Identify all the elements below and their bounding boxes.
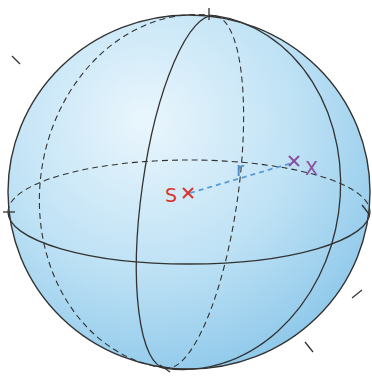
centre-label: S (165, 186, 177, 205)
meridian-front (165, 16, 340, 370)
meridian-back (165, 16, 243, 369)
meridian-front (136, 16, 214, 369)
tick-marks (3, 8, 369, 372)
meridian-back (39, 14, 214, 368)
point-x (289, 156, 299, 166)
equator-front (8, 212, 370, 264)
radius-label: r (236, 160, 244, 179)
point-label: X (305, 159, 318, 178)
centre-point (183, 188, 193, 198)
sphere-outline (8, 15, 370, 369)
equator-back (8, 160, 370, 212)
